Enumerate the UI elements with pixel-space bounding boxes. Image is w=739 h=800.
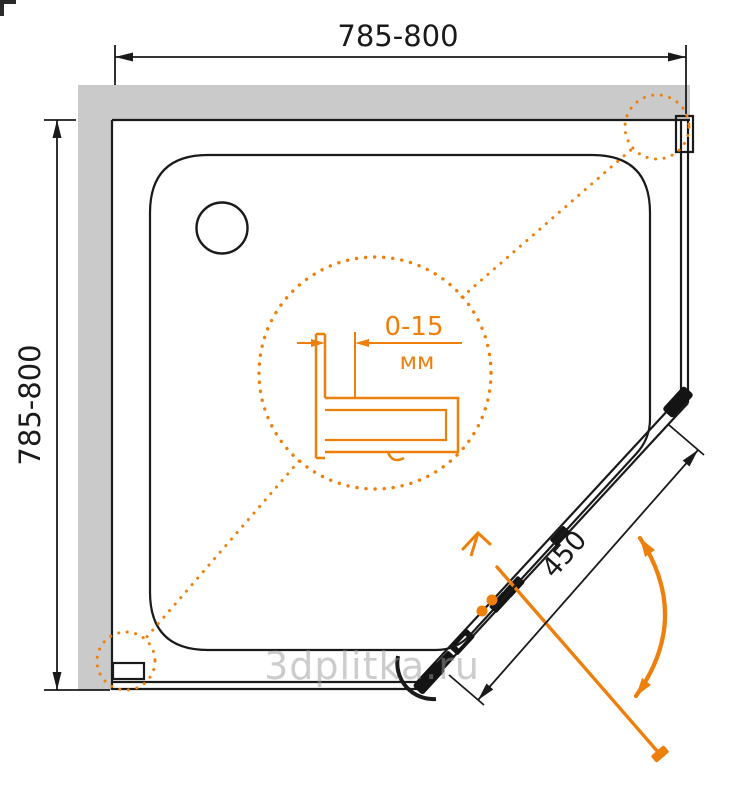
glass-panel-inner [325, 408, 448, 442]
handle-knob [476, 605, 488, 617]
door-handle-orange [461, 530, 669, 763]
dimension-top: 785-800 [114, 19, 687, 114]
diagonal-door [395, 386, 693, 763]
bottom-left-wall-profile [111, 661, 146, 681]
towel-rail-foot [651, 745, 669, 763]
glass-panels [112, 120, 690, 691]
swing-arrowhead-icon [640, 538, 655, 557]
handle-hook-leg [469, 532, 480, 557]
detail-unit-label: мм [400, 349, 435, 375]
arrowhead-up-icon [52, 120, 62, 138]
dimension-door: 450 [448, 424, 705, 706]
arrowhead-left-icon [115, 52, 133, 62]
wall-profiles [111, 114, 695, 681]
extension-line [668, 424, 705, 456]
watermark-text: 3dplitka.ru [264, 644, 480, 688]
handle-knob [486, 594, 498, 606]
arrowhead-icon [355, 339, 369, 347]
towel-rail [495, 565, 660, 754]
bottom-corner-bracket [413, 661, 445, 695]
detail-connector-line [460, 146, 635, 299]
arrowhead-icon [682, 450, 698, 467]
detail-callout: 0-15 мм [257, 255, 493, 491]
walls [78, 85, 690, 690]
dimension-top-label: 785-800 [337, 19, 458, 53]
left-wall [78, 85, 112, 690]
drain-circle [195, 201, 249, 255]
arrowhead-down-icon [52, 672, 62, 690]
detail-profile-drawing [314, 332, 460, 462]
tray-outline [148, 153, 652, 652]
detail-links [95, 93, 691, 692]
swing-arrowhead-icon [636, 678, 651, 696]
dimension-left-label: 785-800 [13, 344, 47, 465]
dimension-door-label: 450 [536, 525, 593, 584]
swing-arc [633, 535, 668, 699]
arrowhead-right-icon [668, 52, 686, 62]
door-swing [633, 535, 668, 699]
dimension-line [477, 449, 699, 701]
page-corner-mark [0, 0, 16, 16]
top-wall [78, 85, 690, 120]
detail-connector-line [143, 459, 301, 641]
detail-source-circle-bottom [95, 630, 157, 692]
panel-clamp-hook [386, 451, 405, 462]
dimension-left: 785-800 [13, 119, 110, 691]
detail-range-label: 0-15 [384, 312, 443, 342]
detail-zoom-circle [257, 255, 493, 491]
arrowhead-icon [311, 339, 325, 347]
arrowhead-icon [478, 683, 494, 700]
detail-dimension: 0-15 мм [297, 312, 462, 398]
bottom-corner-seal-arc [395, 655, 437, 702]
detail-source-circle-top [623, 93, 691, 161]
glass-panel-edge [325, 396, 460, 454]
top-right-wall-profile [674, 114, 695, 154]
top-corner-bracket [663, 386, 693, 418]
shower-tray [148, 153, 652, 652]
